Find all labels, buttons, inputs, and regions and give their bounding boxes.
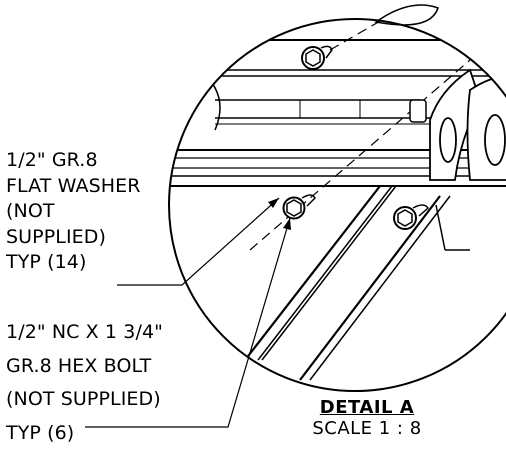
callout-line: SUPPLIED) bbox=[6, 225, 107, 248]
center-line bbox=[329, 19, 383, 51]
leader-bolt bbox=[85, 217, 291, 428]
callout-line: FLAT WASHER bbox=[6, 174, 141, 197]
hex-bolt-top bbox=[301, 45, 333, 70]
callout-flat-washer: 1/2" GR.8 FLAT WASHER (NOT SUPPLIED) TYP… bbox=[6, 148, 141, 276]
callout-line: GR.8 HEX BOLT bbox=[6, 354, 152, 377]
callout-line: 1/2" GR.8 bbox=[6, 149, 98, 171]
callout-line: (NOT bbox=[6, 200, 55, 222]
detail-circle-content bbox=[169, 39, 506, 381]
hex-bolt-right bbox=[393, 204, 429, 230]
callout-line: TYP (14) bbox=[6, 251, 87, 273]
callout-line: (NOT SUPPLIED) bbox=[6, 388, 161, 410]
leader-washer bbox=[117, 197, 280, 286]
callout-line: 1/2" NC X 1 3/4" bbox=[6, 321, 163, 343]
callout-hex-bolt: 1/2" NC X 1 3/4" GR.8 HEX BOLT (NOT SUPP… bbox=[6, 316, 163, 450]
hex-bolt-left bbox=[282, 194, 316, 220]
detail-title: DETAIL A bbox=[319, 397, 415, 418]
detail-title-block: DETAIL A SCALE 1 : 8 bbox=[302, 398, 432, 440]
callout-line: TYP (6) bbox=[6, 421, 75, 444]
detail-circle-outline bbox=[168, 18, 506, 392]
detail-scale: SCALE 1 : 8 bbox=[312, 418, 422, 439]
